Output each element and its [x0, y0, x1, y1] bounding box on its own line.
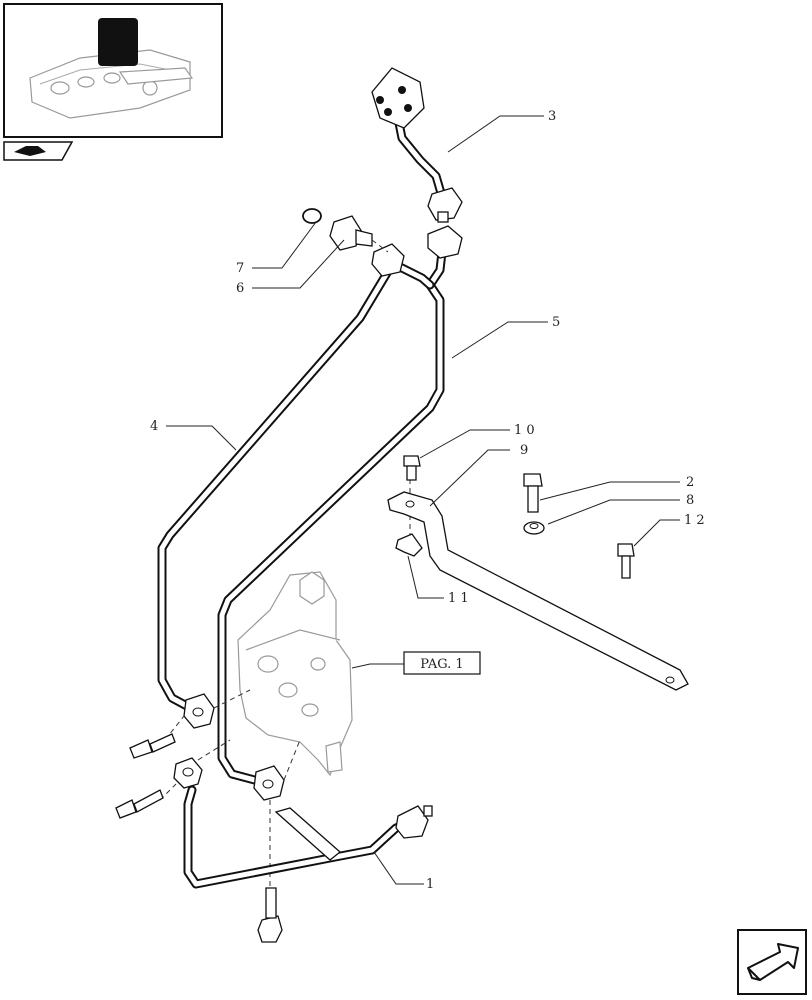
bolt-12 [617, 543, 635, 579]
callout-8: 8 [686, 493, 694, 508]
callout-6: 6 [236, 281, 244, 296]
thumbnail-assembly-image [29, 18, 194, 119]
callout-1: 1 [426, 877, 434, 892]
callout-10: 1 0 [514, 423, 535, 438]
callout-4: 4 [150, 419, 158, 434]
pipe-1 [183, 785, 433, 889]
callout-3: 3 [548, 109, 556, 124]
banjo-fitting-left [173, 757, 203, 789]
banjo-fitting-upper [183, 693, 215, 729]
clip-11 [395, 533, 423, 557]
thumbnail-panel[interactable] [3, 3, 223, 138]
bolt-10 [403, 455, 421, 481]
bolt-bottom [257, 887, 283, 943]
leader-lines [166, 115, 680, 885]
bolt-left-lower [115, 789, 164, 819]
callout-2: 2 [686, 475, 694, 490]
bolt-2 [523, 473, 543, 513]
callout-labels: 3 7 6 5 4 1 0 9 2 8 1 2 1 1 1 [150, 109, 705, 892]
union-nuts [371, 225, 463, 277]
page-reference-label: PAG. 1 [420, 657, 463, 672]
callout-7: 7 [236, 261, 244, 276]
callout-5: 5 [552, 315, 560, 330]
control-valve-body [237, 571, 353, 777]
pipe-5 [217, 247, 447, 787]
sensor-6 [329, 215, 389, 253]
next-page-arrow-icon[interactable] [737, 929, 807, 995]
callout-12: 1 2 [684, 513, 705, 528]
banjo-fitting-lower [253, 765, 285, 801]
section-tab-icon[interactable] [3, 141, 74, 161]
callout-9: 9 [520, 443, 528, 458]
washer-8 [523, 521, 545, 535]
pipe-4 [157, 263, 395, 717]
page-reference-box[interactable]: PAG. 1 [403, 651, 481, 675]
pipe-3-assembly [371, 67, 463, 223]
bolt-left-upper [129, 733, 176, 759]
callout-11: 1 1 [448, 591, 469, 606]
o-ring-7 [302, 208, 322, 224]
